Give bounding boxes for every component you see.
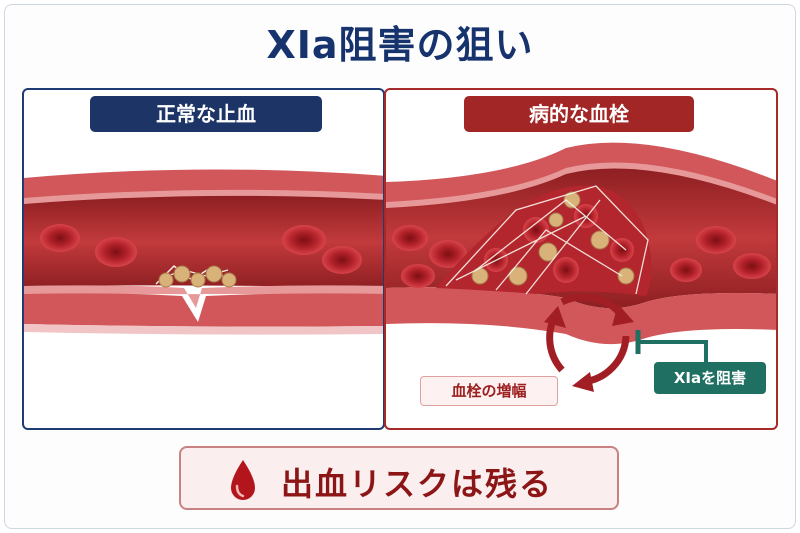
red-blood-cell <box>670 258 702 282</box>
vessel-wall-top <box>386 142 776 204</box>
red-blood-cell <box>401 264 435 288</box>
xia-inhibition-label: XIaを阻害 <box>654 362 766 394</box>
red-blood-cell <box>392 225 428 251</box>
bleeding-risk-text: 出血リスクは残る <box>281 465 554 503</box>
panel-label-thrombus: 病的な血栓 <box>464 96 694 132</box>
platelet-plug <box>155 265 237 288</box>
adventitia-bottom <box>24 324 383 335</box>
thrombus-mass <box>436 185 652 296</box>
panel-label-normal: 正常な止血 <box>90 96 322 132</box>
bleeding-risk-banner: 出血リスクは残る <box>179 446 619 510</box>
inhibition-connector <box>635 330 708 362</box>
panel-pathological-thrombus: 病的な血栓 血栓の増幅 XIaを阻害 <box>384 88 778 430</box>
vessel-wall-bottom <box>386 287 776 345</box>
red-blood-cell <box>733 253 771 279</box>
red-blood-cell <box>696 226 736 254</box>
panel-normal-hemostasis: 正常な止血 <box>22 88 385 430</box>
thrombus-vessel-illustration <box>386 142 776 392</box>
red-blood-cell <box>429 240 467 268</box>
red-blood-cell <box>282 225 326 255</box>
red-blood-cell <box>95 237 137 267</box>
blood-drop-icon <box>231 460 255 500</box>
amplification-label: 血栓の増幅 <box>420 376 558 406</box>
normal-vessel-illustration <box>24 169 383 335</box>
page-title: XIa阻害の狙い <box>266 23 534 67</box>
amplification-cycle-icon <box>544 293 634 392</box>
endothelium-bottom <box>24 285 383 308</box>
vessel-wall-bottom <box>24 293 383 327</box>
red-blood-cell <box>322 246 362 274</box>
red-blood-cell <box>40 224 80 252</box>
